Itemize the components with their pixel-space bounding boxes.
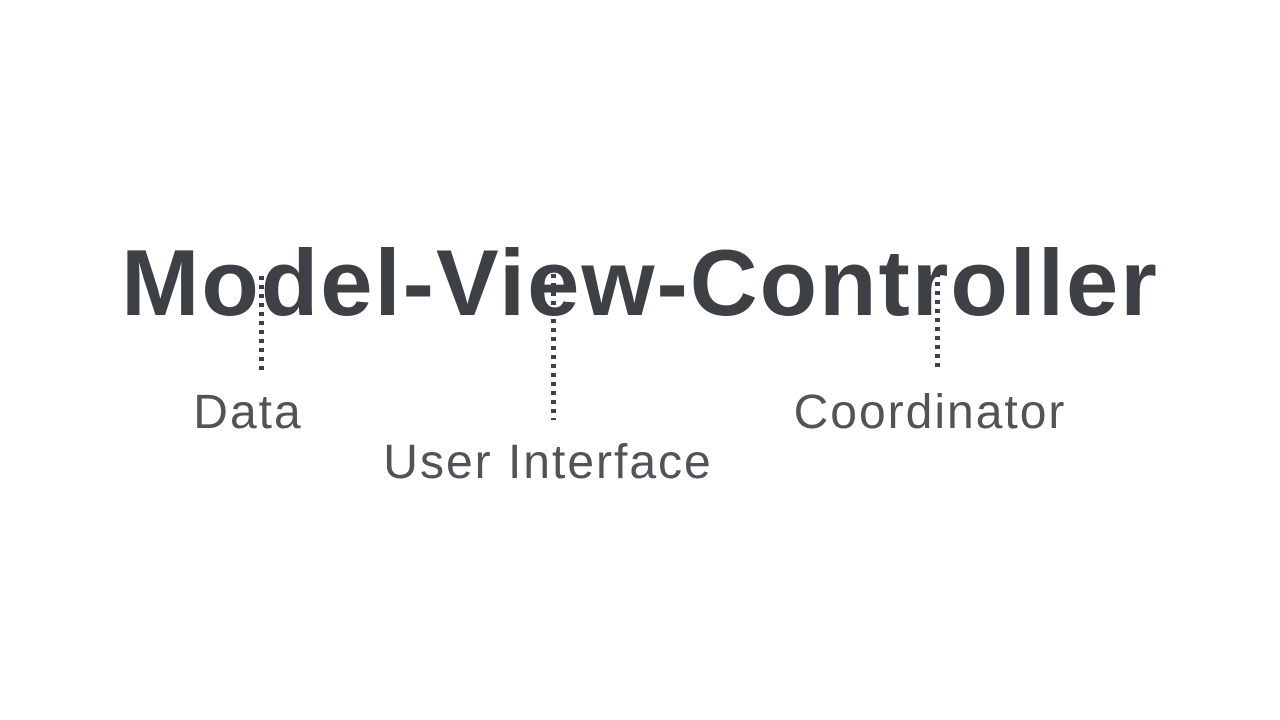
dotted-connector-model — [259, 276, 264, 370]
dotted-connector-controller — [935, 273, 940, 370]
label-model-data: Data — [193, 386, 303, 439]
label-controller-coordinator: Coordinator — [793, 386, 1067, 439]
label-view-user-interface: User Interface — [383, 436, 713, 489]
dotted-connector-view — [551, 274, 556, 420]
diagram-title: Model-View-Controller — [121, 229, 1159, 335]
